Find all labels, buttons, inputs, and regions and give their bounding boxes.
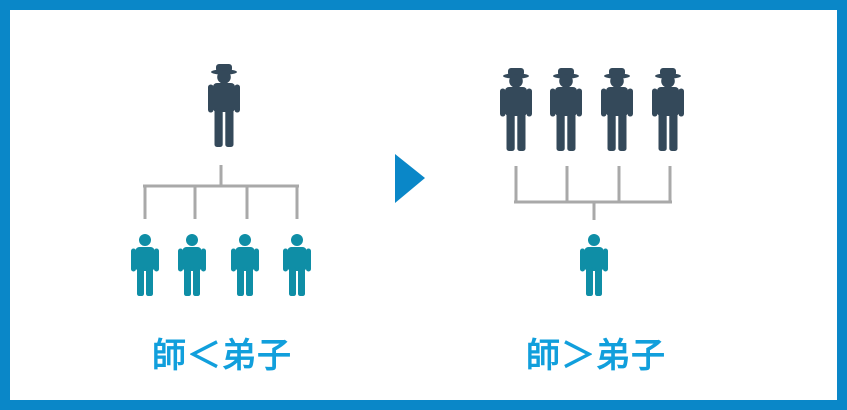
- triangle-right-arrow-icon: [395, 154, 425, 203]
- teacher-icon: [500, 68, 532, 151]
- teacher-icon: [601, 68, 633, 151]
- disciple-icon: [178, 234, 206, 296]
- left-panel: [131, 64, 311, 296]
- disciple-icon: [231, 234, 259, 296]
- right-panel: [500, 68, 684, 296]
- left-caption: 師＜弟子: [152, 336, 292, 376]
- teacher-icon: [652, 68, 684, 151]
- disciple-icon: [580, 234, 608, 296]
- disciple-icon: [131, 234, 159, 296]
- teacher-icon: [208, 64, 240, 147]
- left-connector-lines: [143, 165, 299, 219]
- disciple-icon: [283, 234, 311, 296]
- right-connector-lines: [514, 166, 672, 220]
- right-caption: 師＞弟子: [526, 336, 666, 376]
- teacher-icon: [550, 68, 582, 151]
